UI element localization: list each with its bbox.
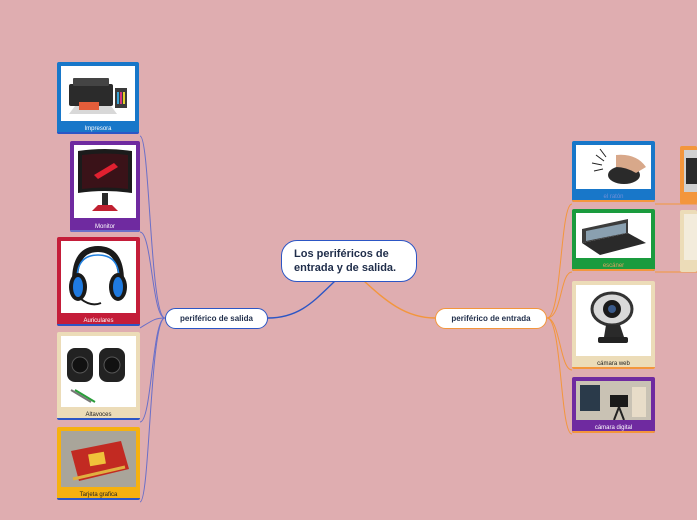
speakers-icon xyxy=(67,348,125,403)
printer-label: Impresora xyxy=(84,126,112,132)
webcam-label: cámara web xyxy=(597,361,630,367)
headset-icon xyxy=(69,245,127,306)
output-connector-4 xyxy=(139,317,166,423)
keyboard-image xyxy=(684,150,697,192)
headset-image xyxy=(61,241,136,313)
graphics-card-image xyxy=(61,431,136,487)
output-connector-3 xyxy=(139,317,166,329)
mouse-image xyxy=(576,145,651,189)
input-connector-4 xyxy=(546,317,573,435)
speakers-label: Altavoces xyxy=(85,412,112,418)
monitor-label: Monitor xyxy=(94,224,115,230)
mouse-card[interactable]: el ratón xyxy=(572,141,655,202)
blank-card-partial[interactable] xyxy=(680,210,697,272)
digital-camera-label: cámara digital xyxy=(594,425,633,431)
input-peripheral-label: periférico de entrada xyxy=(451,314,531,323)
output-connector-2 xyxy=(139,231,166,319)
mouse-icon xyxy=(591,148,646,184)
keyboard-card-partial[interactable] xyxy=(680,146,697,204)
webcam-image xyxy=(576,285,651,356)
input-connector-1 xyxy=(546,203,573,319)
root-to-output-connector xyxy=(267,280,336,319)
output-peripheral-topic[interactable]: periférico de salida xyxy=(165,308,268,329)
scanner-image xyxy=(576,213,651,258)
digital-camera-card[interactable]: cámara digital xyxy=(572,377,655,433)
input-connector-2 xyxy=(546,271,573,319)
input-peripheral-topic[interactable]: periférico de entrada xyxy=(435,308,547,329)
scanner-icon xyxy=(582,219,646,255)
scanner-card[interactable]: escáner xyxy=(572,209,655,271)
headset-card[interactable]: Auriculares xyxy=(57,237,140,326)
output-connector-5 xyxy=(139,317,166,503)
monitor-card[interactable]: Monitor xyxy=(70,141,140,232)
root-topic-label: Los periféricos de entrada y de salida. xyxy=(294,248,397,274)
monitor-image xyxy=(74,145,136,218)
output-peripheral-label: periférico de salida xyxy=(180,314,253,323)
speakers-card[interactable]: Altavoces xyxy=(57,332,140,420)
output-connector-1 xyxy=(139,135,166,319)
root-to-input-connector xyxy=(363,280,436,319)
headset-label: Auriculares xyxy=(83,318,114,324)
printer-image xyxy=(61,66,135,121)
graphics-card-icon xyxy=(61,431,136,487)
webcam-icon xyxy=(590,291,634,343)
mouse-label: el ratón xyxy=(603,194,624,200)
webcam-card[interactable]: cámara web xyxy=(572,281,655,369)
graphics-card-card[interactable]: Tarjeta grafica xyxy=(57,427,140,500)
digital-camera-icon xyxy=(576,381,651,420)
digital-camera-image xyxy=(576,381,651,420)
monitor-icon xyxy=(78,149,132,211)
printer-icon xyxy=(69,78,127,114)
root-topic[interactable]: Los periféricos de entrada y de salida. xyxy=(281,240,417,282)
keyboard-icon xyxy=(684,150,697,192)
printer-card[interactable]: Impresora xyxy=(57,62,139,134)
graphics-card-label: Tarjeta grafica xyxy=(79,492,118,498)
scanner-label: escáner xyxy=(602,263,625,269)
speakers-image xyxy=(61,336,136,407)
blank-card-icon xyxy=(684,214,697,260)
